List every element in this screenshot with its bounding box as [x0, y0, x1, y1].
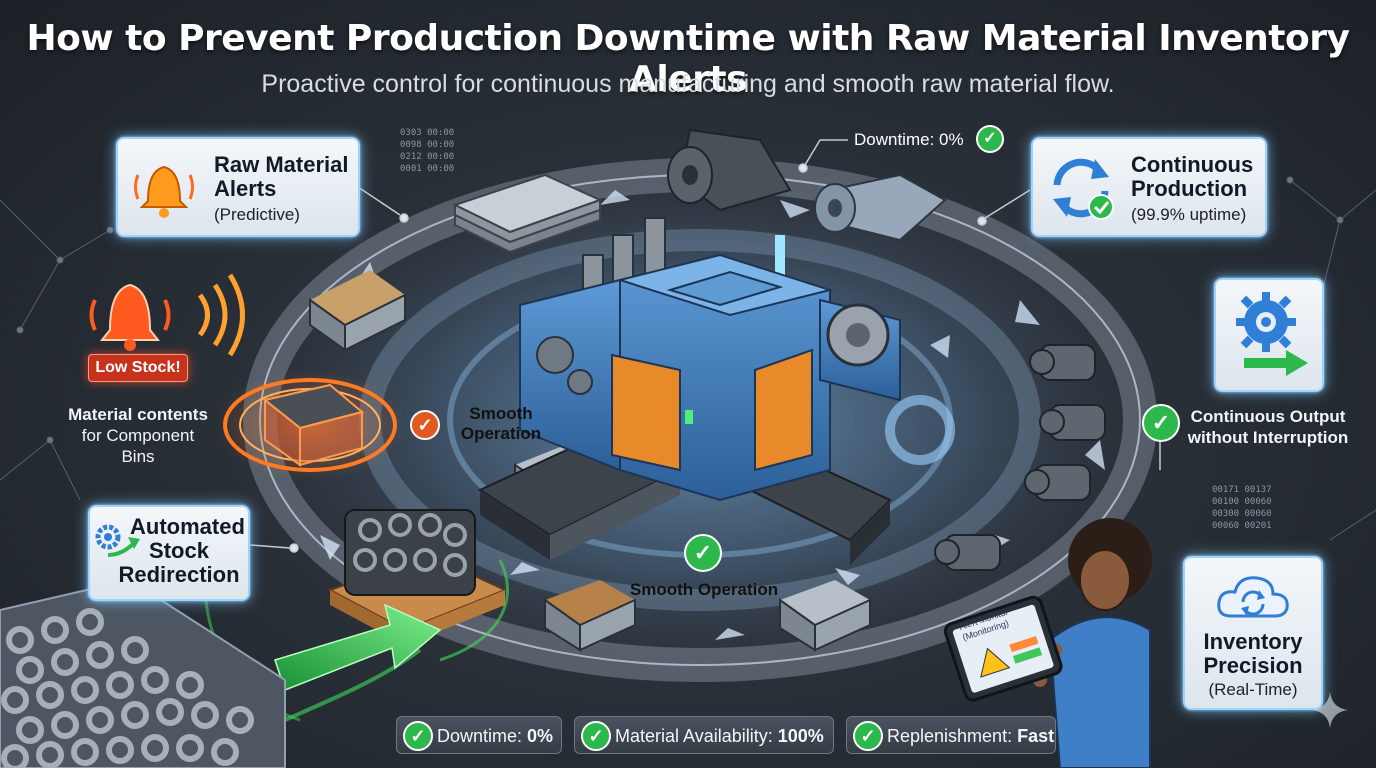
- motors: [934, 344, 1106, 571]
- check-icon: ✓: [976, 125, 1004, 153]
- cloud-sync-icon: [1217, 576, 1289, 618]
- gear-arrow-icon: [95, 524, 140, 557]
- low-stock-bin: [215, 370, 405, 480]
- operator-person: [1032, 518, 1152, 768]
- metric-material-availability: ✓ Material Availability: 100%: [574, 716, 834, 754]
- check-icon: ✓: [403, 721, 433, 751]
- bin-top-left: [309, 270, 406, 352]
- raw-alerts-title-2: Alerts: [214, 176, 277, 201]
- sheet-stack-icon: [452, 173, 603, 254]
- check-icon: ✓: [853, 721, 883, 751]
- check-icon: ✓: [684, 534, 722, 572]
- page-subtitle: Proactive control for continuous manufac…: [261, 70, 1115, 98]
- refresh-icon: [1053, 158, 1114, 220]
- gear-hopper: [0, 578, 286, 768]
- inventory-precision-card: Inventory Precision (Real-Time): [1183, 556, 1323, 710]
- output-icon-card: [1214, 278, 1324, 392]
- bin-bottom-right: [779, 580, 871, 652]
- metric-replenishment: ✓ Replenishment: Fast: [846, 716, 1056, 754]
- smooth-operation-center-label: Smooth Operation: [629, 580, 779, 599]
- check-icon: ✓: [1142, 404, 1180, 442]
- gear-arrow-icon: [1236, 292, 1308, 376]
- continuous-production-card: Continuous Production (99.9% uptime): [1031, 137, 1267, 237]
- redirection-title-2: Stock: [149, 538, 209, 563]
- raw-alerts-sub: (Predictive): [214, 205, 300, 224]
- bins-label: Material contents for Component Bins: [68, 405, 208, 466]
- raw-material-alerts-card: Raw Material Alerts (Predictive): [116, 137, 360, 237]
- bell-icon: [134, 165, 194, 218]
- inventory-sub: (Real-Time): [1208, 680, 1298, 699]
- fabric-roll-icon: [814, 173, 947, 242]
- check-icon: ✓: [581, 721, 611, 751]
- factory-machine: [519, 217, 901, 502]
- green-flow-arrow: [203, 559, 509, 722]
- inventory-title-1: Inventory: [1203, 629, 1303, 654]
- page-title: How to Prevent Production Downtime with …: [26, 18, 1350, 100]
- material-roll-icon: [667, 128, 792, 212]
- raw-alerts-title-1: Raw Material: [214, 152, 349, 177]
- smooth-operation-label: Smooth Operation: [460, 404, 542, 443]
- sparkle-icon: [1312, 692, 1348, 728]
- bin-bottom-left: [544, 580, 636, 652]
- redirection-title-1: Automated: [130, 514, 245, 539]
- downtime-top-label: Downtime: 0%: [854, 130, 964, 149]
- ghost-gear: [885, 395, 955, 465]
- metric-downtime: ✓ Downtime: 0%: [396, 716, 562, 754]
- redirection-title-3: Redirection: [118, 562, 240, 587]
- continuous-title-2: Production: [1131, 176, 1248, 201]
- inventory-title-2: Precision: [1203, 653, 1303, 678]
- check-icon: ✓: [410, 410, 440, 440]
- low-stock-badge: Low Stock!: [88, 354, 188, 382]
- automated-redirection-card: Automated Stock Redirection: [88, 505, 250, 601]
- low-stock-bell-icon: [89, 273, 245, 357]
- tablet-device: [943, 595, 1063, 702]
- continuous-output-label: Continuous Output without Interruption: [1187, 407, 1349, 447]
- continuous-sub: (99.9% uptime): [1131, 205, 1247, 224]
- continuous-title-1: Continuous: [1131, 152, 1254, 177]
